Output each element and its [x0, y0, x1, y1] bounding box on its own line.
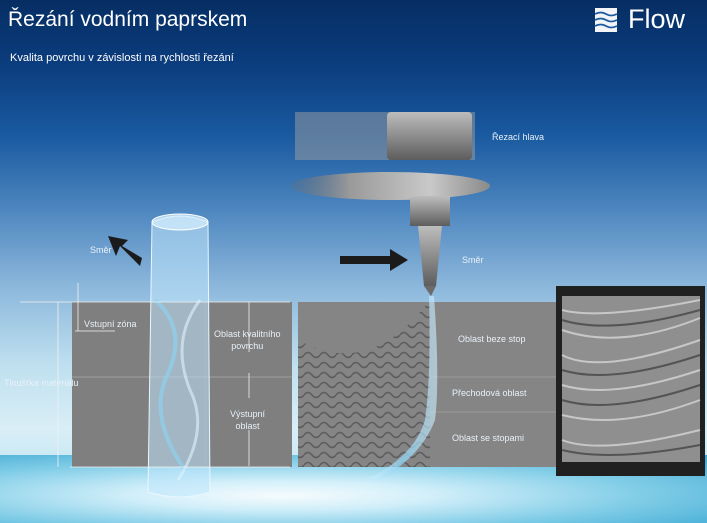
- label-oblast-se-stopami: Oblast se stopami: [452, 433, 525, 443]
- label-smer-right: Směr: [462, 255, 484, 265]
- arrow-up-left-icon: [108, 236, 142, 266]
- cutting-head: [290, 112, 490, 296]
- page-subtitle: Kvalita povrchu v závislosti na rychlost…: [10, 52, 234, 64]
- label-oblast-kvalitniho: Oblast kvalitního povrchu: [214, 329, 281, 351]
- label-smer-left: Směr: [90, 245, 112, 255]
- page-title: Řezání vodním paprskem: [8, 8, 248, 31]
- label-vystupni-oblast: Výstupní oblast: [230, 409, 266, 431]
- cut-surface-photo: [556, 286, 705, 476]
- logo-text: Flow: [628, 4, 686, 34]
- flow-waves-icon: [594, 8, 618, 32]
- label-rezaci-hlava: Řezací hlava: [492, 132, 545, 142]
- water-jet-cylinder: [147, 213, 211, 498]
- label-prechodova-oblast: Přechodová oblast: [452, 388, 527, 398]
- water-stream: [370, 296, 438, 480]
- label-vstupni-zona: Vstupní zóna: [84, 319, 137, 329]
- label-oblast-beze-stop: Oblast beze stop: [458, 334, 526, 344]
- dimension-lines: [20, 283, 290, 468]
- label-tloustka: Tloušťka materiálu: [4, 378, 79, 388]
- arrow-right-icon: [340, 249, 408, 271]
